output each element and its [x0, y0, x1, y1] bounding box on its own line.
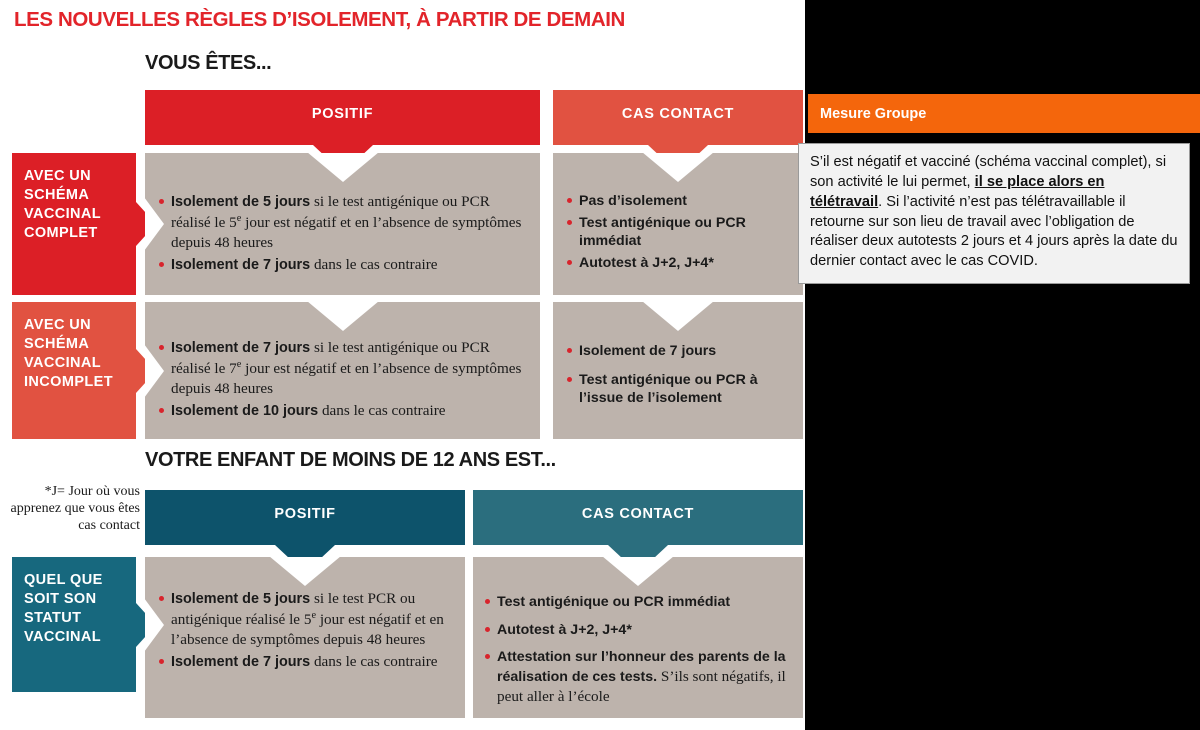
bullet-dot-icon: [485, 626, 490, 632]
list-item: Attestation sur l’honneur des parents de…: [485, 648, 791, 707]
list-item: Test antigénique ou PCR immédiat: [485, 593, 791, 612]
column-header-cas-contact-child: CAS CONTACT: [473, 490, 803, 573]
row-label-schema-incomplet: AVEC UN SCHÉMA VACCINAL INCOMPLET: [12, 302, 156, 439]
notch-shape: [602, 557, 674, 586]
column-header-positif-adult: POSITIF: [145, 90, 540, 173]
bullet-list: Isolement de 5 jours si le test PCR ou a…: [159, 589, 453, 672]
bullet-list: Pas d’isolement Test antigénique ou PCR …: [567, 192, 791, 273]
bullet-dot-icon: [159, 596, 164, 601]
bullet-dot-icon: [159, 262, 164, 268]
list-item: Test antigénique ou PCR immédiat: [567, 214, 791, 251]
cell-adult-complet-cascontact: Pas d’isolement Test antigénique ou PCR …: [553, 153, 803, 295]
bullet-dot-icon: [567, 219, 572, 225]
column-header-label: POSITIF: [311, 105, 374, 122]
cell-adult-complet-positif: Isolement de 5 jours si le test antigéni…: [145, 153, 540, 295]
list-item: Isolement de 7 jours dans le cas contrai…: [159, 652, 453, 672]
section-title-children: VOTRE ENFANT DE MOINS DE 12 ANS EST...: [145, 449, 556, 471]
list-item: Pas d’isolement: [567, 192, 791, 211]
bullet-dot-icon: [159, 345, 164, 350]
row-label-text: AVEC UN SCHÉMA VACCINAL INCOMPLET: [24, 317, 113, 390]
notch-shape: [306, 302, 379, 331]
notch-shape: [269, 557, 341, 586]
list-item: Isolement de 10 jours dans le cas contra…: [159, 401, 528, 421]
cell-adult-incomplet-cascontact: Isolement de 7 jours Test antigénique ou…: [553, 302, 803, 439]
panel-text-part1: S’il est négatif et vacciné (schéma vacc…: [810, 154, 1167, 190]
list-item: Autotest à J+2, J+4*: [485, 621, 791, 640]
row-label-quel-que-soit-statut: QUEL QUE SOIT SON STATUT VACCINAL: [12, 557, 156, 692]
list-item: Autotest à J+2, J+4*: [567, 254, 791, 273]
list-item: Test antigénique ou PCR à l’issue de l’i…: [567, 371, 791, 408]
panel-text-part2: . Si l’activité n’est pas télétravaillab…: [810, 193, 1178, 270]
bullet-dot-icon: [567, 348, 572, 353]
notch-shape: [306, 153, 379, 182]
row-label-schema-complet: AVEC UN SCHÉMA VACCINAL COMPLET: [12, 153, 156, 295]
panel-body: S’il est négatif et vacciné (schéma vacc…: [798, 143, 1190, 285]
notch-shape: [145, 343, 164, 398]
list-item: Isolement de 7 jours: [567, 342, 791, 361]
bullet-dot-icon: [159, 199, 164, 204]
list-item: Isolement de 7 jours si le test antigéni…: [159, 338, 528, 398]
notch-shape: [145, 197, 164, 251]
column-header-label: CAS CONTACT: [581, 505, 695, 522]
bullet-dot-icon: [567, 376, 572, 382]
footnote: *J= Jour où vous apprenez que vous êtes …: [10, 484, 140, 534]
panel-header: Mesure Groupe: [808, 94, 1200, 133]
row-label-text: QUEL QUE SOIT SON STATUT VACCINAL: [24, 572, 103, 645]
bullet-dot-icon: [159, 659, 164, 665]
page-title: LES NOUVELLES RÈGLES D’ISOLEMENT, À PART…: [14, 8, 625, 31]
notch-shape: [642, 302, 714, 331]
bullet-dot-icon: [567, 198, 572, 203]
bullet-list: Isolement de 7 jours Test antigénique ou…: [567, 342, 791, 408]
section-title-adults: VOUS ÊTES...: [145, 52, 272, 74]
list-item: Isolement de 5 jours si le test antigéni…: [159, 192, 528, 252]
column-header-cas-contact-adult: CAS CONTACT: [553, 90, 803, 173]
infographic-canvas: LES NOUVELLES RÈGLES D’ISOLEMENT, À PART…: [0, 0, 805, 730]
notch-shape: [642, 153, 714, 182]
column-header-label: CAS CONTACT: [621, 105, 735, 122]
row-label-text: AVEC UN SCHÉMA VACCINAL COMPLET: [24, 168, 101, 241]
list-item: Isolement de 7 jours dans le cas contrai…: [159, 255, 528, 275]
column-header-label: POSITIF: [274, 505, 336, 522]
notch-shape: [145, 597, 164, 652]
cell-child-positif: Isolement de 5 jours si le test PCR ou a…: [145, 557, 465, 718]
bullet-dot-icon: [567, 260, 572, 266]
bullet-list: Test antigénique ou PCR immédiat Autotes…: [485, 593, 791, 707]
bullet-dot-icon: [159, 408, 164, 414]
bullet-list: Isolement de 5 jours si le test antigéni…: [159, 192, 528, 275]
cell-adult-incomplet-positif: Isolement de 7 jours si le test antigéni…: [145, 302, 540, 439]
bullet-dot-icon: [485, 654, 490, 660]
column-header-positif-child: POSITIF: [145, 490, 465, 573]
bullet-dot-icon: [485, 599, 490, 604]
cell-child-cascontact: Test antigénique ou PCR immédiat Autotes…: [473, 557, 803, 718]
bullet-list: Isolement de 7 jours si le test antigéni…: [159, 338, 528, 421]
list-item: Isolement de 5 jours si le test PCR ou a…: [159, 589, 453, 649]
panel-text-emphasis: il se place alors en télétravail: [810, 173, 1105, 210]
panel-title: Mesure Groupe: [820, 105, 927, 122]
